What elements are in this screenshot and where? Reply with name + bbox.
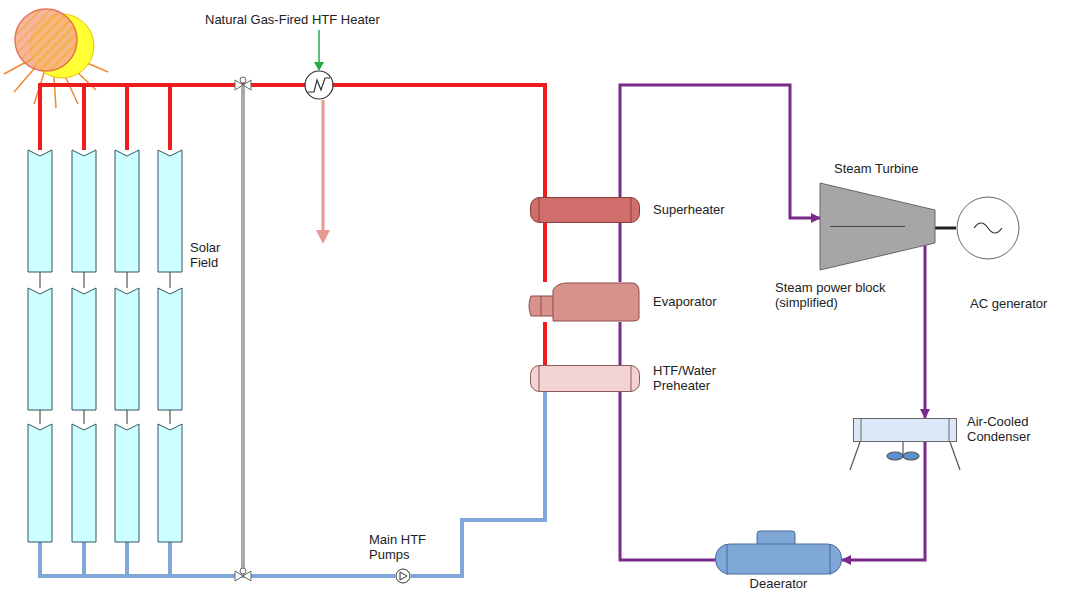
equipment-node: Superheater <box>530 197 640 223</box>
equipment-node: Solar Field <box>28 140 184 548</box>
heater-symbol <box>305 30 333 244</box>
shape-outline <box>531 366 640 392</box>
equipment-label: HTF/Water Preheater <box>653 363 731 393</box>
sun <box>4 9 108 108</box>
bypass-line <box>241 85 245 576</box>
solar-collectors <box>28 85 182 576</box>
pipe-connector <box>170 85 545 197</box>
pipe-connector <box>620 392 715 560</box>
equipment-label: Deaerator <box>715 576 842 591</box>
equipment-label: Evaporator <box>653 294 753 309</box>
valve-symbol <box>235 77 251 581</box>
pipe-connector <box>619 223 622 282</box>
pipe-connector <box>543 223 547 282</box>
equipment-symbol <box>395 568 411 584</box>
equipment-symbol <box>853 418 957 442</box>
equipment-node: HTF/Water Preheater <box>530 365 640 392</box>
pipe-connector <box>924 244 927 418</box>
equipment-node: Steam Turbine <box>820 183 935 270</box>
shape-outline <box>553 283 639 321</box>
pipe-connector <box>411 392 545 576</box>
equipment-symbol <box>530 197 640 223</box>
equipment-label: Superheater <box>653 202 753 217</box>
annotation-label: Natural Gas-Fired HTF Heater <box>205 12 425 27</box>
pipe-connector <box>620 85 820 218</box>
shape-outline <box>957 197 1019 259</box>
equipment-label: Main HTF Pumps <box>369 532 439 562</box>
shape-outline <box>716 544 842 574</box>
equipment-symbol <box>820 183 935 270</box>
shape-outline <box>396 569 410 583</box>
equipment-label: Solar Field <box>190 240 236 270</box>
equipment-node: Air-Cooled Condenser <box>853 418 957 442</box>
shape-outline <box>854 419 957 442</box>
pipe-connector <box>842 442 925 560</box>
equipment-symbol <box>527 282 640 322</box>
equipment-label: Air-Cooled Condenser <box>967 414 1055 444</box>
equipment-symbol <box>956 196 1020 260</box>
pipe-connector <box>619 322 622 365</box>
equipment-label: AC generator <box>970 296 1060 311</box>
equipment-node: Main HTF Pumps <box>395 568 411 584</box>
pipe-connector <box>170 548 395 576</box>
equipment-symbol <box>530 365 640 392</box>
shape-outline <box>531 198 640 223</box>
equipment-node: Deaerator <box>715 530 842 575</box>
equipment-symbol <box>715 530 842 575</box>
equipment-label: Steam Turbine <box>834 161 944 176</box>
annotation-label: Steam power block (simplified) <box>775 280 901 310</box>
condenser-fan <box>850 442 960 470</box>
equipment-node: AC generator <box>956 196 1020 260</box>
shape-outline <box>820 183 935 270</box>
equipment-node: Evaporator <box>527 282 640 322</box>
pipe-connector <box>543 322 547 365</box>
